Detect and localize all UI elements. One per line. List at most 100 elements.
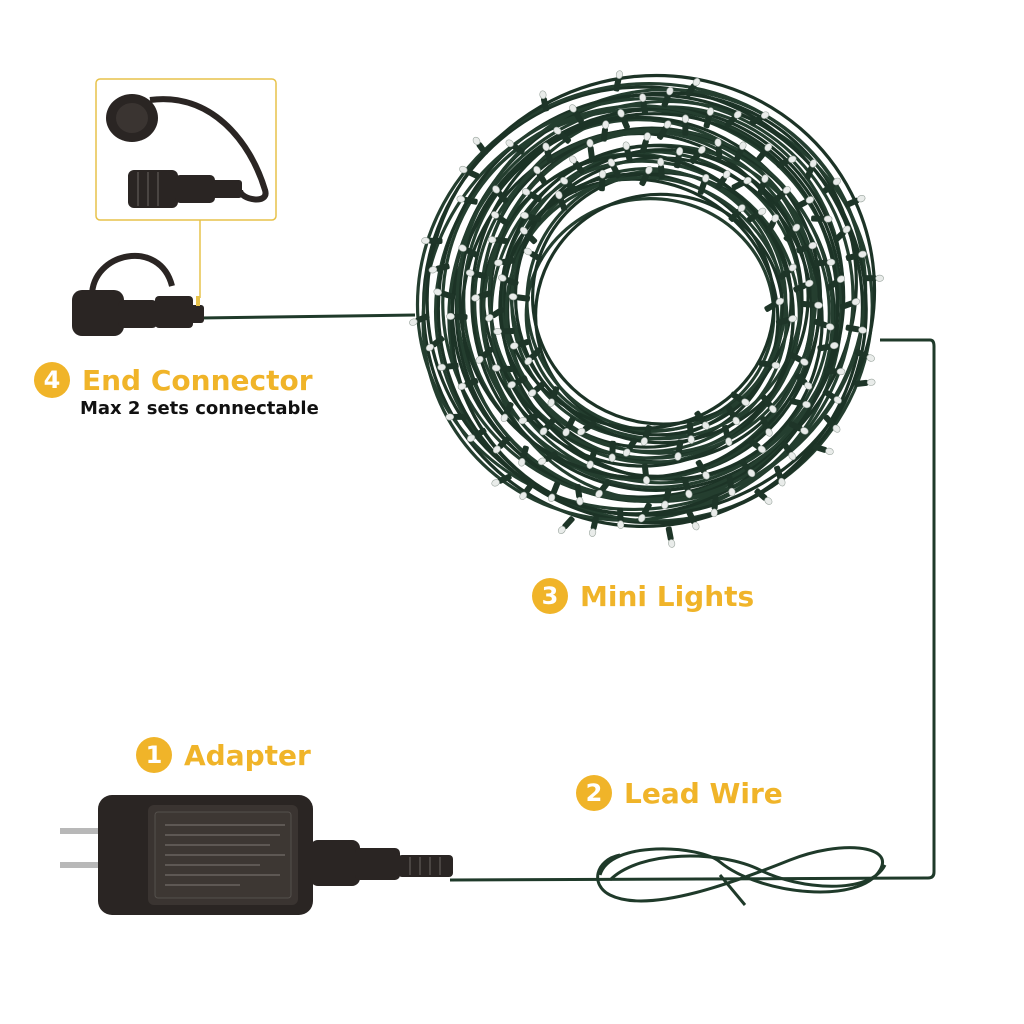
mini-light-bulb — [765, 214, 779, 234]
mini-light-bulb — [521, 188, 542, 203]
mini-light-bulb — [681, 477, 693, 499]
mini-light-bulb — [774, 465, 786, 487]
mini-light-bulb — [657, 157, 665, 180]
mini-light-bulb — [577, 420, 597, 436]
mini-light-bulb — [492, 436, 511, 454]
mini-light-bulb — [747, 437, 766, 454]
mini-light-bulb — [485, 306, 505, 322]
adapter-title: Adapter — [184, 738, 311, 772]
connector-detail-inset — [95, 78, 277, 221]
coil-wire-loop — [421, 96, 855, 522]
mini-light-bulb — [518, 445, 529, 467]
mini-light-bulb — [569, 104, 584, 124]
mini-light-bulb — [520, 211, 542, 223]
mini-light-bulb — [796, 241, 817, 254]
mini-light-bulb — [811, 215, 833, 223]
mini-light-bulb — [639, 93, 649, 115]
mini-light-bulb — [801, 301, 823, 309]
mini-light-bulb — [586, 138, 595, 161]
mini-light-bulb — [686, 510, 700, 531]
mini-light-bulb — [783, 223, 801, 242]
mini-light-bulb — [854, 349, 875, 362]
mini-light-bulb — [764, 297, 784, 312]
end-connector-illustration — [72, 253, 204, 336]
mini-light-bulb — [617, 109, 630, 130]
mini-lights-label: 3 Mini Lights — [532, 578, 754, 614]
mini-light-bulb — [714, 138, 723, 160]
mini-light-bulb — [778, 263, 797, 280]
mini-light-bulb — [665, 526, 676, 548]
mini-light-bulb — [539, 417, 557, 436]
mini-light-bulb — [722, 424, 733, 446]
mini-light-bulb — [749, 111, 770, 126]
mini-light-bulb — [547, 481, 561, 503]
mini-light-bulb — [661, 488, 672, 510]
adapter-number-badge: 1 — [136, 737, 172, 773]
mini-light-bulb — [598, 169, 607, 192]
mini-light-bulb — [715, 170, 731, 190]
mini-light-bulb — [507, 375, 528, 389]
mini-light-bulb — [728, 204, 746, 222]
lead-wire-number-badge: 2 — [576, 775, 612, 811]
mini-light-bulb — [754, 488, 773, 505]
mini-light-bulb — [833, 225, 851, 243]
mini-light-bulb — [494, 257, 516, 267]
lead-wire-title: Lead Wire — [624, 776, 783, 810]
mini-light-bulb — [817, 342, 839, 352]
mini-light-bulb — [757, 174, 769, 196]
mini-light-bulb — [788, 421, 809, 435]
mini-light-bulb — [775, 315, 797, 326]
end-connector-number-badge: 4 — [34, 362, 70, 398]
mini-light-bulb — [459, 165, 480, 179]
mini-light-bulb — [472, 136, 489, 156]
mini-light-bulb — [487, 236, 510, 245]
mini-light-bulb — [622, 141, 633, 163]
mini-light-bulb — [456, 195, 478, 205]
coil-wire-loop — [436, 93, 868, 525]
end-connector-title: End Connector — [82, 363, 313, 397]
mini-light-bulb — [466, 427, 487, 442]
mini-light-bulb — [574, 484, 584, 506]
mini-light-bulb — [726, 405, 740, 426]
mini-light-bulb — [776, 155, 797, 168]
adapter-label: 1 Adapter — [136, 737, 311, 773]
mini-light-bulb — [547, 386, 560, 407]
mini-light-bulb — [519, 481, 535, 500]
mini-light-bulb — [458, 244, 479, 258]
mini-light-bulb — [760, 394, 777, 414]
mini-light-bulb — [661, 86, 674, 108]
mini-light-bulb — [826, 275, 846, 291]
mini-light-bulb — [617, 507, 625, 529]
mini-light-bulb — [813, 258, 836, 267]
mini-light-bulb — [492, 185, 509, 204]
mini-light-bulb — [562, 416, 576, 437]
mini-light-bulb — [794, 196, 815, 210]
mini-light-bulb — [641, 463, 651, 485]
mini-light-bulb — [694, 410, 710, 430]
mini-light-bulb — [812, 443, 834, 455]
coil-wire-loop — [534, 192, 785, 437]
mini-light-bulb — [493, 328, 515, 336]
mini-light-bulb — [555, 190, 568, 212]
mini-light-bulb — [746, 207, 767, 223]
mini-light-bulb — [686, 422, 695, 444]
mini-light-bulb — [673, 147, 684, 169]
coil-wire-loop — [425, 73, 877, 517]
end-connector-label: 4 End Connector — [34, 362, 313, 398]
mini-light-bulb — [519, 226, 538, 245]
mini-light-bulb — [437, 362, 459, 371]
mini-light-bulb — [823, 414, 841, 433]
mini-light-bulb — [813, 318, 835, 331]
mini-light-bulb — [425, 335, 445, 352]
mini-light-bulb — [739, 458, 756, 478]
mini-light-bulb — [433, 288, 455, 300]
mini-light-bulb — [491, 364, 514, 373]
mini-light-bulb — [509, 338, 531, 350]
mini-light-bulb — [491, 211, 510, 227]
mini-light-bulb — [428, 263, 450, 274]
mini-light-bulb — [710, 495, 719, 518]
mini-light-bulb — [533, 165, 548, 186]
mini-light-bulb — [600, 120, 610, 142]
mini-light-bulb — [823, 367, 846, 376]
